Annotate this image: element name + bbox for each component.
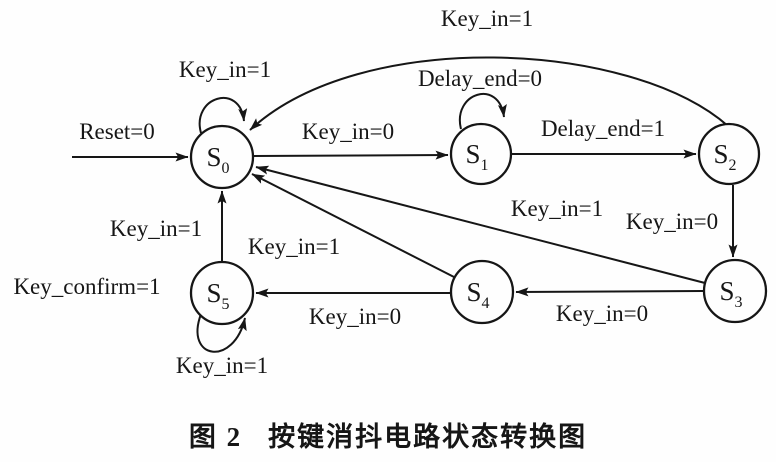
transition-condition-S4-to-S5: Key_in=0	[309, 304, 401, 329]
transition-S0-to-S0	[198, 96, 248, 134]
transition-condition-S3-to-S4: Key_in=0	[556, 301, 648, 326]
figure-caption-number: 图 2	[188, 422, 243, 452]
transition-S5-to-S5	[196, 313, 247, 353]
transition-condition-S0-to-S0: Key_in=1	[179, 57, 271, 82]
transition-condition-S0-to-S1: Key_in=0	[302, 119, 394, 144]
state-node-S0	[189, 124, 255, 190]
labels-layer: Reset=0Key_in=1Key_in=0Delay_end=0Delay_…	[13, 6, 742, 378]
transition-S2-to-S0	[249, 56, 729, 131]
transition-condition-S2-to-S3: Key_in=0	[626, 209, 718, 234]
figure-caption: 图 2 按键消抖电路状态转换图	[0, 415, 776, 454]
state-node-S2	[697, 122, 761, 186]
transition-condition-S1-to-S1: Delay_end=0	[418, 66, 542, 91]
transition-condition-S4-to-S0: Key_in=1	[248, 234, 340, 259]
state-node-S1	[449, 122, 513, 186]
state-transition-diagram: Reset=0Key_in=1Key_in=0Delay_end=0Delay_…	[13, 6, 768, 378]
states-layer	[189, 122, 768, 326]
transition-condition-S3-to-S0: Key_in=1	[511, 196, 603, 221]
transition-condition-S5-to-S0: Key_in=1	[110, 216, 202, 241]
transition-S4-to-S0	[251, 173, 455, 278]
transition-S3-to-S4	[515, 287, 704, 297]
output-annotation-S5: Key_confirm=1	[13, 274, 160, 299]
transition-S3-to-S0	[255, 165, 706, 284]
transitions-layer	[72, 56, 738, 353]
transition-S1-to-S1	[458, 92, 507, 130]
state-node-S3	[702, 258, 768, 324]
transition-condition-S1-to-S2: Delay_end=1	[541, 116, 665, 141]
transition-condition-reset-to-S0: Reset=0	[79, 119, 155, 144]
state-node-S4	[449, 259, 515, 325]
transition-condition-S5-to-S5: Key_in=1	[176, 353, 268, 378]
state-node-S5	[189, 260, 255, 326]
transition-S0-to-S1	[253, 150, 449, 160]
transition-condition-S2-to-S0: Key_in=1	[441, 6, 533, 31]
figure-caption-title: 按键消抖电路状态转换图	[268, 422, 588, 452]
